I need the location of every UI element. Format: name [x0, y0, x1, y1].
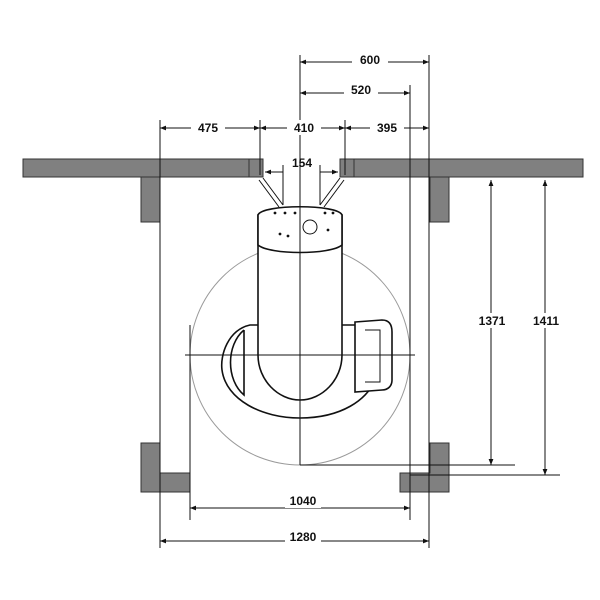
- dim-1280: 1280: [290, 530, 317, 544]
- dim-600: 600: [360, 53, 380, 67]
- dim-1371: 1371: [479, 314, 506, 328]
- wall-stub-right: [429, 176, 450, 223]
- wall-top-right: [339, 158, 584, 178]
- pipe-right: [339, 158, 355, 178]
- wall-stub-left: [140, 176, 161, 223]
- dim-1411: 1411: [533, 314, 559, 328]
- extension-lines: [159, 55, 430, 548]
- dim-395: 395: [377, 121, 397, 135]
- corner-bottom-left: [140, 442, 191, 493]
- fixture: [220, 177, 393, 419]
- dim-1040: 1040: [290, 494, 317, 508]
- walls: [22, 158, 584, 493]
- centre-axes: [185, 55, 560, 476]
- dimension-labels: 600 520 475 410 395 154 1371 1411 1040 1…: [191, 52, 562, 544]
- dim-475: 475: [198, 121, 218, 135]
- dim-520: 520: [351, 83, 371, 97]
- pipe-left: [248, 158, 264, 178]
- dim-154: 154: [292, 156, 312, 170]
- wall-top-left: [22, 158, 264, 178]
- corner-bottom-right: [399, 442, 450, 493]
- dim-410: 410: [294, 121, 314, 135]
